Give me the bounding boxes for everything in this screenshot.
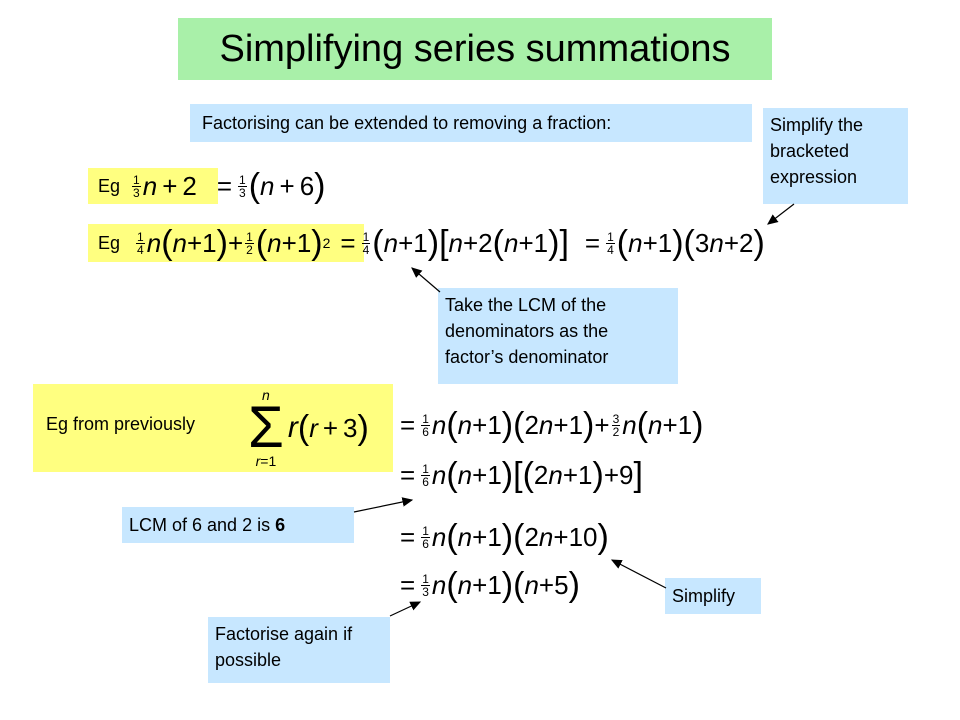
- eg-from-previously-label: Eg from previously: [46, 414, 196, 434]
- arrow-to-lcm-factor: [411, 267, 441, 293]
- note-simplify: Simplify: [665, 578, 761, 614]
- lcm-text: LCM of 6 and 2 is: [129, 515, 271, 535]
- lcm-value: 6: [275, 515, 286, 535]
- note-simplify-bracketed: Simplify the bracketed expression: [763, 108, 908, 204]
- example1-highlight: [88, 168, 218, 204]
- sum-highlight: [33, 384, 393, 472]
- eg-label: Eg: [98, 233, 121, 253]
- note-lcm: LCM of 6 and 2 is 6: [122, 507, 354, 543]
- page-title: Simplifying series summations: [178, 18, 772, 80]
- eg-label: Eg: [98, 176, 121, 196]
- arrow-to-lcm-line: [353, 497, 414, 513]
- arrow-to-factorise: [389, 601, 422, 617]
- example2-highlight: [88, 224, 364, 262]
- note-factorise-again: Factorise again if possible: [208, 617, 390, 683]
- note-take-lcm: Take the LCM of the denominators as the …: [438, 288, 678, 384]
- arrow-to-simplify: [610, 559, 667, 589]
- arrow-to-bracket: [767, 203, 795, 225]
- intro-text: Factorising can be extended to removing …: [190, 104, 752, 142]
